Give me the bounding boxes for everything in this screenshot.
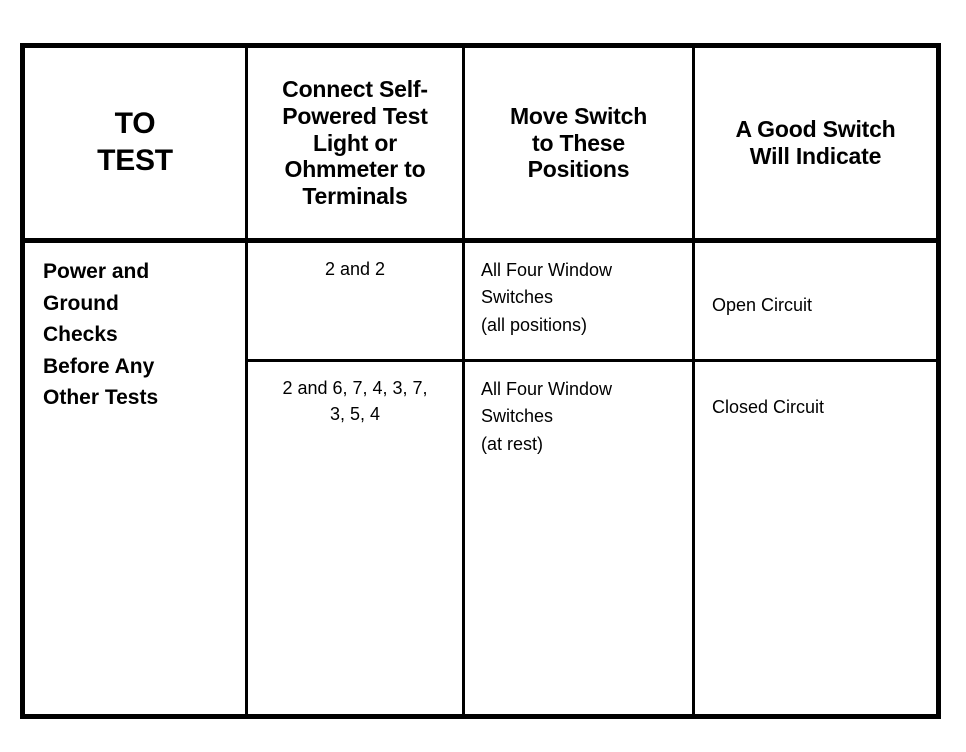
- row-divider-1: [245, 359, 936, 362]
- table-header-label: A Good Switch Will Indicate: [735, 116, 896, 169]
- table-header-to-test: TO TEST: [25, 48, 245, 238]
- table-header-label: Move Switch to These Positions: [509, 102, 648, 183]
- table-header-good-switch-indicates: A Good Switch Will Indicate: [695, 48, 936, 238]
- table-row: All Four Window Switches (all positions): [481, 260, 613, 335]
- column-divider-2: [462, 48, 465, 714]
- table-row: 2 and 6, 7, 4, 3, 7, 3, 5, 4: [282, 378, 428, 424]
- table-row: All Four Window Switches (at rest): [481, 379, 613, 454]
- column-divider-3: [692, 48, 695, 714]
- table-row: Closed Circuit: [712, 397, 825, 417]
- table-header-label: TO TEST: [97, 107, 173, 177]
- table-header-label: Connect Self- Powered Test Light or Ohmm…: [282, 76, 428, 209]
- table-header-switch-positions: Move Switch to These Positions: [465, 48, 692, 238]
- table-header-connect-terminals: Connect Self- Powered Test Light or Ohmm…: [248, 48, 462, 238]
- column-divider-1: [245, 48, 248, 714]
- row-group-label: Power and Ground Checks Before Any Other…: [43, 260, 159, 409]
- table-row: Open Circuit: [712, 295, 813, 315]
- diagnostic-table: TO TEST Connect Self- Powered Test Light…: [20, 43, 941, 719]
- table-row: 2 and 2: [324, 259, 386, 279]
- header-bottom-rule: [25, 238, 936, 243]
